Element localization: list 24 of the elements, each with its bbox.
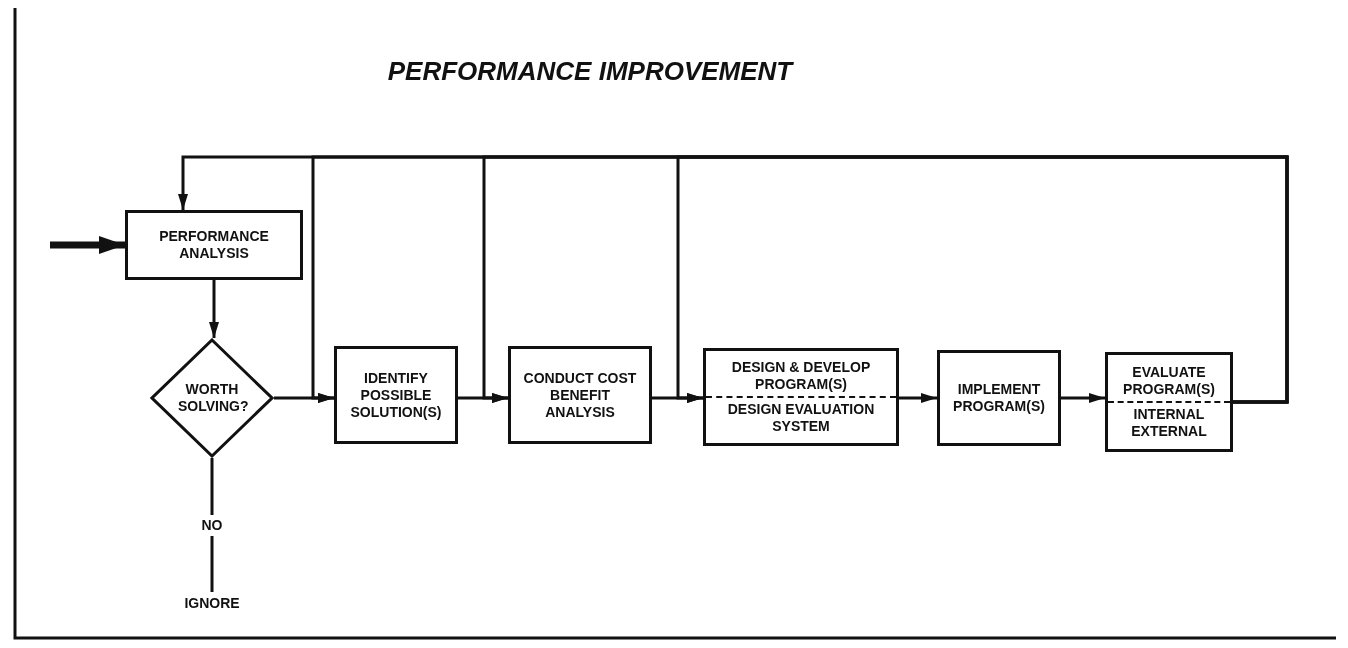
arrow	[1061, 393, 1105, 403]
node-label: IDENTIFY POSSIBLE SOLUTION(S)	[349, 369, 443, 421]
node-label: IMPLEMENT PROGRAM(S)	[952, 381, 1046, 415]
process-box	[125, 210, 303, 280]
diagram-title: PERFORMANCE IMPROVEMENT	[386, 56, 795, 87]
connector-line	[210, 458, 214, 592]
arrow	[899, 393, 937, 403]
node-label: PERFORMANCE ANALYSIS	[158, 228, 270, 262]
arrow	[209, 280, 219, 338]
node-label: EVALUATE PROGRAM(S)	[1122, 364, 1216, 398]
node-label: IGNORE	[183, 594, 241, 612]
process-box	[334, 346, 458, 444]
arrow	[676, 155, 1289, 404]
process-box	[1105, 352, 1233, 452]
process-box	[508, 346, 652, 444]
process-box	[937, 350, 1061, 446]
node-sublabel: INTERNAL EXTERNAL	[1108, 401, 1230, 440]
process-box	[703, 348, 899, 446]
node-label: DESIGN & DEVELOP PROGRAM(S)	[730, 359, 872, 393]
node-label: CONDUCT COST BENEFIT ANALYSIS	[522, 369, 638, 421]
decision-diamond	[150, 338, 274, 458]
node-sublabel: DESIGN EVALUATION SYSTEM	[706, 396, 896, 435]
edge-label: NO	[200, 514, 224, 536]
node-label: WORTH SOLVING?	[177, 381, 250, 415]
